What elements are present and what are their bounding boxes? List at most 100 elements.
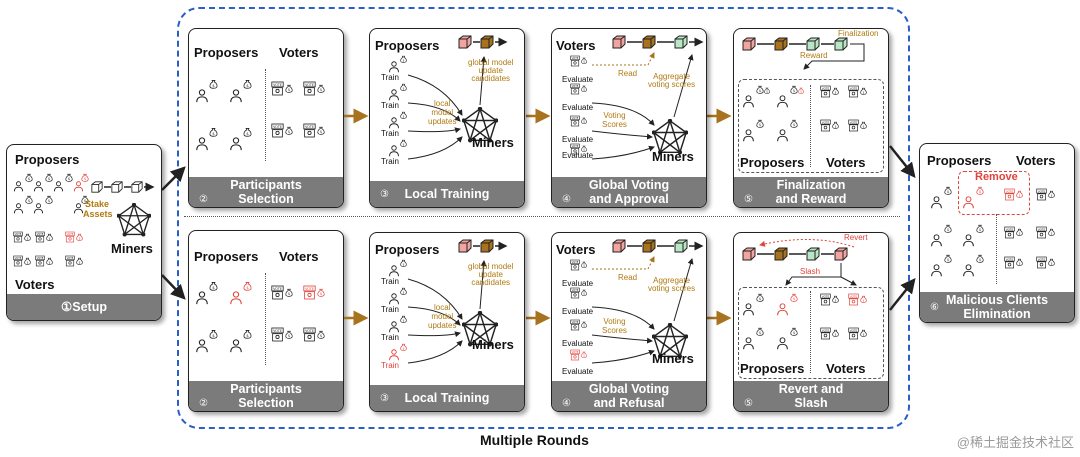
- top-p3-updates: updates: [428, 117, 457, 126]
- bottom-p3-local: local: [434, 303, 451, 312]
- bottom-arrow-3: [707, 310, 732, 326]
- multiple-rounds-frame: [177, 7, 910, 429]
- bottom-p3-train-2: Train: [381, 305, 399, 314]
- bottom-p4-blockchain: [612, 239, 704, 253]
- top-p4-read: Read: [618, 69, 638, 78]
- bottom-p5-proposers-label: Proposers: [740, 361, 805, 376]
- top-p3-local: local: [434, 99, 451, 108]
- top-p3-step: ③: [380, 189, 389, 200]
- bottom-p5-step: ⑤: [744, 398, 753, 409]
- bottom-p4-agg2: voting scores: [648, 284, 696, 293]
- top-p2-voter-icons: [271, 81, 325, 138]
- top-p3-footer-text: Local Training: [404, 187, 490, 201]
- top-p4-footer-line2: and Approval: [589, 192, 669, 206]
- bottom-p2-step: ②: [199, 398, 208, 409]
- top-p2-step: ②: [199, 194, 208, 205]
- bottom-p2-voters-label: Voters: [279, 249, 319, 264]
- top-p2-proposer-icons: [196, 80, 252, 151]
- top-p5-footer-line1: Finalization: [776, 178, 846, 192]
- bottom-p5-participants-box: [738, 287, 884, 379]
- top-arrow-3: [707, 108, 732, 124]
- top-p4-miners-label: Miners: [652, 149, 694, 164]
- bottom-p3-gm3: candidates: [471, 278, 511, 287]
- bottom-p3-model: model: [431, 312, 454, 321]
- top-p4-voting-flow: [570, 52, 694, 160]
- top-p4-voters-label: Voters: [556, 38, 596, 53]
- setup-voters-label: Voters: [15, 277, 55, 292]
- top-p3-train-4: Train: [381, 157, 399, 166]
- bottom-p3-updates: updates: [428, 321, 457, 330]
- top-p5-step: ⑤: [744, 194, 753, 205]
- top-arrow-2: [526, 108, 551, 124]
- top-p5-participants-box: [738, 79, 884, 173]
- top-p4-evaluate-2: Evaluate: [562, 103, 594, 112]
- bottom-p3-gm2: update: [478, 270, 503, 279]
- bottom-p4-evaluate-3: Evaluate: [562, 339, 594, 348]
- bottom-p4-footer-line1: Global Voting: [588, 382, 670, 396]
- bottom-p3-training-flow: [389, 259, 498, 364]
- top-p4-agg2: voting scores: [648, 80, 696, 89]
- top-p3-train-3: Train: [381, 129, 399, 138]
- bottom-p3-gm1: global model: [468, 262, 514, 271]
- rounds-divider: [184, 216, 900, 217]
- bottom-p3-miners-label: Miners: [472, 337, 514, 352]
- elim-step: ⑥: [930, 302, 939, 313]
- bottom-p2-footer: ② Participants Selection: [189, 381, 343, 411]
- bottom-p4-evaluate-4: Evaluate: [562, 367, 594, 376]
- bottom-p4-voters-label: Voters: [556, 242, 596, 257]
- top-p3-proposers-label: Proposers: [375, 38, 440, 53]
- bottom-p4-read: Read: [618, 273, 638, 282]
- top-p3-blockchain: [458, 35, 508, 49]
- bottom-arrow-2: [526, 310, 551, 326]
- top-p5-proposers-label: Proposers: [740, 155, 805, 170]
- top-p3-footer: ③ Local Training: [370, 181, 524, 207]
- bottom-arrow-1: [344, 310, 369, 326]
- setup-footer: ①Setup: [7, 294, 161, 320]
- watermark: @稀土掘金技术社区: [956, 435, 1074, 450]
- top-p4-evaluate-1: Evaluate: [562, 75, 594, 84]
- bottom-p3-footer: ③ Local Training: [370, 385, 524, 411]
- bottom-p3-blockchain: [458, 239, 508, 253]
- top-p4-footer: ④ Global Voting and Approval: [552, 177, 706, 207]
- bottom-p4-vs1: Voting: [603, 317, 626, 326]
- elim-arrows: [889, 145, 916, 311]
- top-p5-footer: ⑤ Finalization and Reward: [734, 177, 888, 207]
- setup-voter-icons: [13, 231, 83, 267]
- bottom-p3-footer-text: Local Training: [404, 391, 490, 405]
- bottom-global-voting-panel: Voters Evaluate Evaluate Evaluate Evalua…: [551, 232, 707, 412]
- bottom-p3-train-3: Train: [381, 333, 399, 342]
- top-p4-step: ④: [562, 194, 571, 205]
- bottom-p5-icons: [743, 293, 867, 350]
- bottom-p5-slash: Slash: [800, 267, 821, 276]
- elim-footer-line1: Malicious Clients: [945, 293, 1049, 307]
- elim-voters-label: Voters: [1016, 153, 1056, 168]
- top-p2-footer-line2: Selection: [238, 192, 294, 206]
- bottom-p4-footer: ④ Global Voting and Refusal: [552, 381, 706, 411]
- top-p3-gm3: candidates: [471, 74, 511, 83]
- elim-icons: [931, 186, 1055, 277]
- bottom-p2-divider: [265, 273, 266, 365]
- bottom-p5-voters-label: Voters: [826, 361, 866, 376]
- top-p3-training-flow: [389, 55, 498, 160]
- setup-miners-network: [117, 203, 151, 237]
- top-p5-divider: [810, 85, 811, 167]
- elim-footer-line2: Elimination: [963, 307, 1031, 321]
- bottom-p4-vs2: Scores: [602, 326, 627, 335]
- multiple-rounds-label: Multiple Rounds: [480, 432, 589, 448]
- top-p2-proposers-label: Proposers: [194, 45, 259, 60]
- top-global-voting-panel: Voters Evaluate Evaluate Evaluate Evalua…: [551, 28, 707, 208]
- bottom-p3-train-1: Train: [381, 277, 399, 286]
- setup-blockchain: [91, 181, 155, 193]
- top-p5-voters-label: Voters: [826, 155, 866, 170]
- bottom-p2-footer-line1: Participants: [230, 382, 302, 396]
- top-p4-evaluate-4: Evaluate: [562, 151, 594, 160]
- bottom-p5-footer-line2: Slash: [794, 396, 828, 410]
- stake-label: Stake: [85, 199, 110, 209]
